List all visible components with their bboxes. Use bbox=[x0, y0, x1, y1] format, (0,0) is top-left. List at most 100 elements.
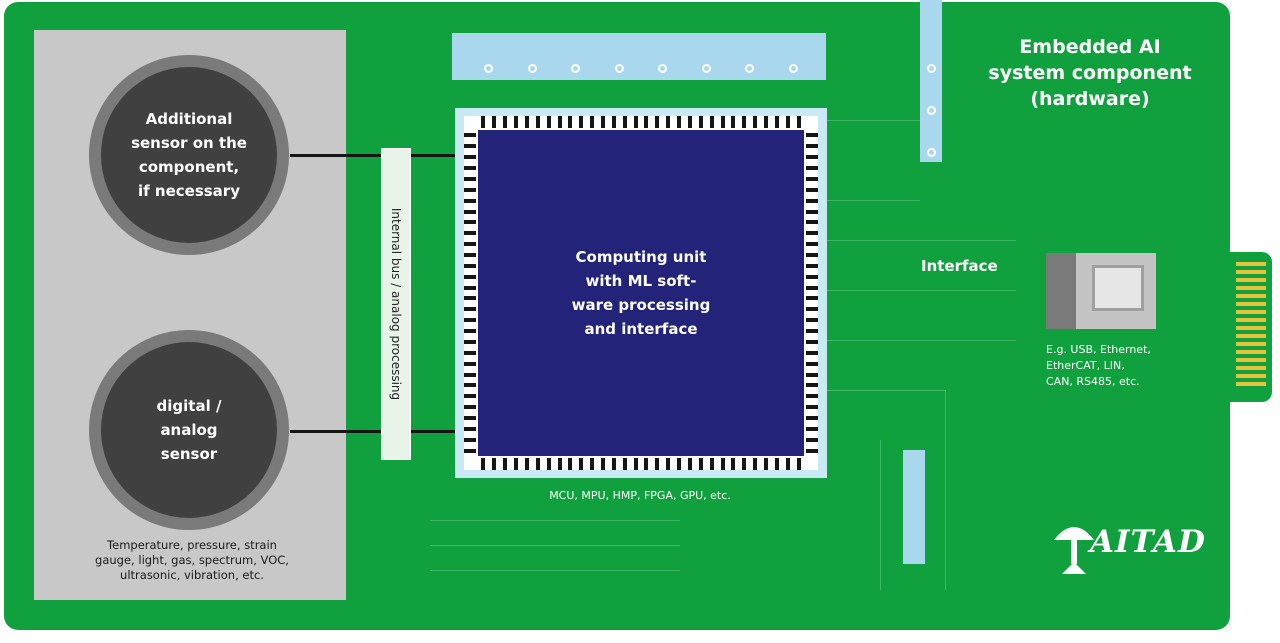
chip-pin bbox=[742, 116, 747, 128]
edge-contact-pins bbox=[1236, 262, 1266, 386]
connector-pad bbox=[614, 64, 624, 73]
chip-pin bbox=[464, 383, 476, 388]
chip-pin bbox=[464, 405, 476, 410]
internal-bus-label: Internal bus / analog processing bbox=[389, 207, 403, 401]
trace bbox=[826, 390, 946, 391]
chip-pin bbox=[731, 458, 736, 470]
chip-pin bbox=[806, 383, 818, 388]
chip-pin bbox=[785, 116, 790, 128]
chip-pin bbox=[590, 458, 595, 470]
chip-pin bbox=[464, 220, 476, 225]
chip-pin bbox=[611, 458, 616, 470]
chip-pin bbox=[644, 116, 649, 128]
chip-pin bbox=[464, 318, 476, 323]
connector-pad bbox=[484, 64, 493, 73]
chip-pin bbox=[590, 116, 595, 128]
chip-pin bbox=[666, 116, 671, 128]
chip-pin bbox=[464, 437, 476, 442]
computing-unit-label: Computing unit with ML soft- ware proces… bbox=[571, 248, 711, 338]
chip-pin bbox=[806, 274, 818, 279]
trace bbox=[430, 545, 680, 546]
computing-unit-chip: Computing unit with ML soft- ware proces… bbox=[478, 130, 804, 456]
chip-pin bbox=[600, 116, 605, 128]
chip-pin bbox=[720, 116, 725, 128]
chip-pin bbox=[535, 458, 540, 470]
chip-pin bbox=[796, 458, 801, 470]
connector-pad bbox=[927, 148, 936, 157]
chip-pin bbox=[464, 133, 476, 138]
chip-pin bbox=[535, 116, 540, 128]
trace bbox=[430, 520, 680, 521]
chip-pin bbox=[464, 307, 476, 312]
chip-pin bbox=[655, 458, 660, 470]
chip-pin bbox=[698, 458, 703, 470]
chip-pin bbox=[806, 166, 818, 171]
chip-pin bbox=[492, 458, 497, 470]
chip-pin bbox=[806, 220, 818, 225]
chip-pin bbox=[687, 458, 692, 470]
digital-analog-sensor: digital / analog sensor bbox=[89, 330, 289, 530]
chip-pin bbox=[677, 458, 682, 470]
chip-pin bbox=[806, 252, 818, 257]
chip-pin bbox=[806, 133, 818, 138]
logo-text: AITAD bbox=[1090, 524, 1206, 560]
chip-pin bbox=[753, 116, 758, 128]
chip-pin bbox=[687, 116, 692, 128]
chip-pin bbox=[796, 116, 801, 128]
chip-pin bbox=[774, 458, 779, 470]
chip-pin bbox=[514, 458, 519, 470]
chip-pin bbox=[464, 252, 476, 257]
chip-pin bbox=[622, 458, 627, 470]
diagram-title: Embedded AI system component (hardware) bbox=[988, 36, 1192, 110]
chip-pin bbox=[806, 415, 818, 420]
chip-pin bbox=[503, 458, 508, 470]
wire bbox=[409, 430, 469, 433]
chip-pin bbox=[464, 361, 476, 366]
right-connector bbox=[920, 0, 942, 162]
trace bbox=[945, 390, 946, 590]
chip-pin bbox=[600, 458, 605, 470]
chip-pin bbox=[806, 437, 818, 442]
chip-pin bbox=[806, 263, 818, 268]
chip-pin bbox=[524, 116, 529, 128]
chip-pin bbox=[464, 187, 476, 192]
chip-pin bbox=[655, 116, 660, 128]
lower-connector bbox=[903, 450, 925, 564]
chip-pin bbox=[806, 361, 818, 366]
chip-pin bbox=[464, 350, 476, 355]
chip-pin bbox=[806, 318, 818, 323]
sensor-types-text: Temperature, pressure, strain gauge, lig… bbox=[95, 538, 289, 582]
chip-pin bbox=[774, 116, 779, 128]
logo-tree-icon bbox=[1054, 527, 1094, 574]
chip-pin bbox=[806, 426, 818, 431]
chip-pin bbox=[633, 116, 638, 128]
chip-pin bbox=[709, 458, 714, 470]
chip-pin bbox=[633, 458, 638, 470]
trace bbox=[826, 200, 920, 201]
chip-pin bbox=[677, 116, 682, 128]
chip-pin bbox=[464, 166, 476, 171]
chip-pin bbox=[806, 307, 818, 312]
chip-pin bbox=[806, 198, 818, 203]
chip-pin bbox=[464, 263, 476, 268]
chip-pin bbox=[464, 394, 476, 399]
connector-pad bbox=[745, 64, 754, 73]
connector-pad bbox=[788, 64, 798, 73]
chip-pin bbox=[503, 116, 508, 128]
chip-pin bbox=[622, 116, 627, 128]
chip-pin bbox=[806, 296, 818, 301]
interface-port bbox=[1046, 253, 1156, 329]
connector-pad bbox=[927, 64, 936, 73]
chip-pin bbox=[806, 176, 818, 181]
connector-pad bbox=[701, 64, 711, 73]
chip-pin bbox=[464, 296, 476, 301]
chip-pin bbox=[709, 116, 714, 128]
chip-pin bbox=[546, 116, 551, 128]
chip-pin bbox=[666, 458, 671, 470]
chip-pin bbox=[557, 458, 562, 470]
digital-analog-sensor-label: digital / analog sensor bbox=[156, 397, 222, 463]
chip-pin bbox=[763, 116, 768, 128]
trace bbox=[430, 570, 680, 571]
chip-pin bbox=[720, 458, 725, 470]
chip-pin bbox=[806, 155, 818, 160]
